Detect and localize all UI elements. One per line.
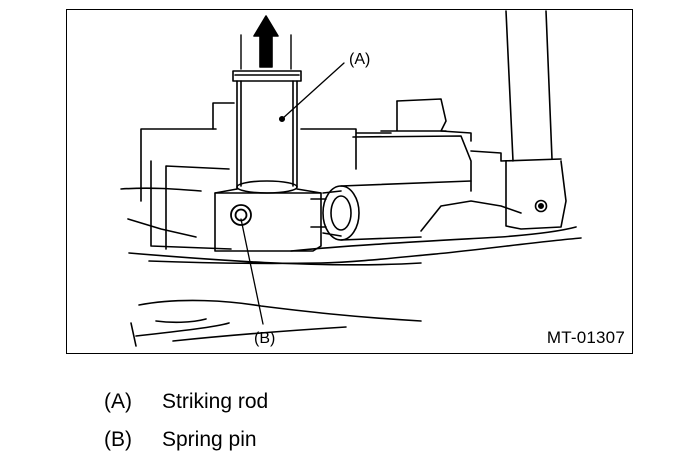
case-outline <box>120 187 582 347</box>
callout-b: (B) <box>254 330 275 347</box>
legend-label: Striking rod <box>162 390 269 413</box>
left-housing <box>140 128 232 250</box>
leader-lines <box>240 62 345 325</box>
legend: (A) Striking rod (B) Spring pin <box>104 383 268 459</box>
striking-rod <box>232 70 302 194</box>
cylinder-shaft <box>310 180 472 241</box>
legend-label: Spring pin <box>162 428 257 451</box>
legend-item: (A) Striking rod <box>104 383 268 421</box>
legend-item: (B) Spring pin <box>104 421 268 459</box>
background-rod <box>505 10 553 162</box>
legend-key: (B) <box>104 428 132 451</box>
rear-housing <box>212 102 392 170</box>
small-boss <box>534 199 548 213</box>
diagram-frame: (A) (B) MT-01307 <box>66 9 633 354</box>
callout-a: (A) <box>349 51 370 68</box>
transmission-illustration: (A) (B) <box>120 10 582 347</box>
legend-key: (A) <box>104 390 132 413</box>
rod-holder <box>214 188 322 252</box>
upward-arrow <box>240 15 292 70</box>
figure-code: MT-01307 <box>546 328 625 347</box>
right-arm <box>352 98 567 232</box>
